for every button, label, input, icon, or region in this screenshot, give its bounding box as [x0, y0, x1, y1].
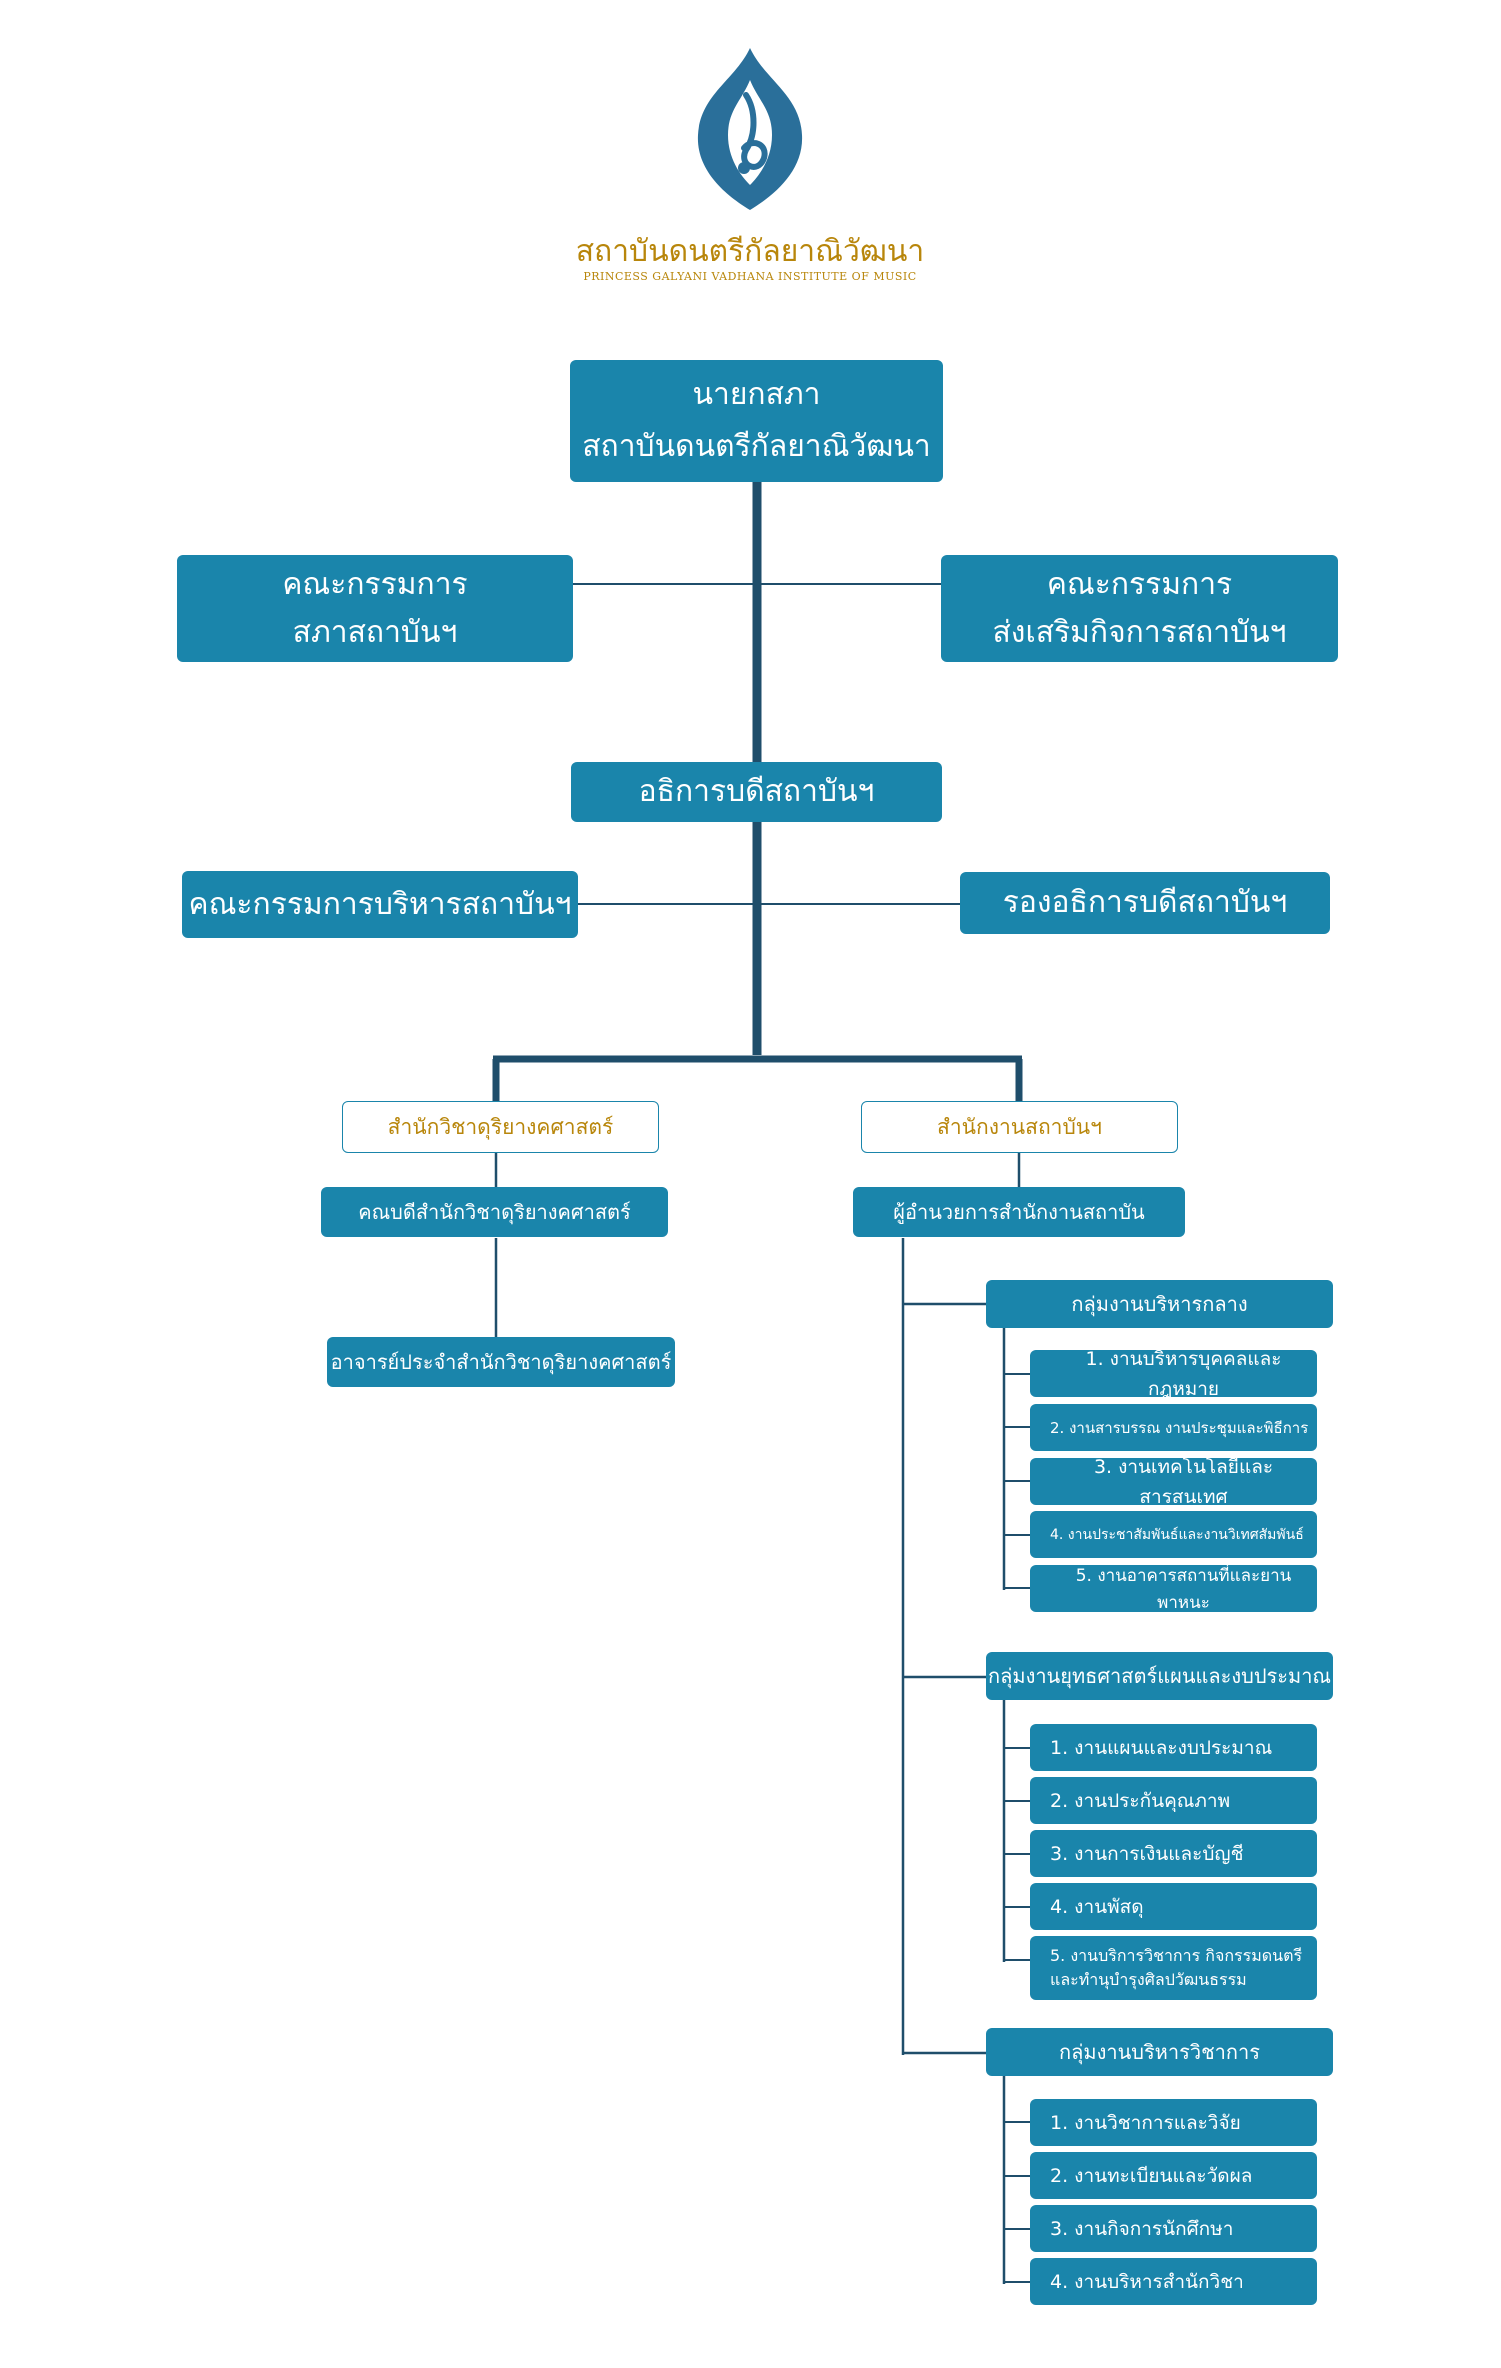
group-admin-item-4: 4. งานประชาสัมพันธ์และงานวิเทศสัมพันธ์: [1030, 1511, 1317, 1558]
office-title-box: สำนักงานสถาบันฯ: [861, 1101, 1178, 1153]
group-admin-item-1: 1. งานบริหารบุคคลและกฎหมาย: [1030, 1348, 1317, 1400]
group-strategy-item-3: 3. งานการเงินและบัญชี: [1030, 1830, 1317, 1877]
council-committee-line2: สภาสถาบันฯ: [292, 614, 458, 650]
logo-name-en: PRINCESS GALYANI VADHANA INSTITUTE OF MU…: [583, 270, 917, 283]
group-strategy-box: กลุ่มงานยุทธศาสตร์แผนและงบประมาณ: [986, 1652, 1333, 1700]
logo-name-thai: สถาบันดนตรีกัลยาณิวัฒนา: [575, 234, 925, 269]
council-president-title: นายกสภา: [692, 377, 821, 412]
group-admin-item-5: 5. งานอาคารสถานที่และยานพาหนะ: [1030, 1565, 1317, 1613]
group-strategy-item-2: 2. งานประกันคุณภาพ: [1030, 1777, 1317, 1824]
council-president-org: สถาบันดนตรีกัลยาณิวัฒนา: [582, 429, 931, 464]
group-strategy-item-4: 4. งานพัสดุ: [1030, 1883, 1317, 1930]
dean-box: คณบดีสำนักวิชาดุริยางคศาสตร์: [321, 1187, 668, 1237]
office-director-box: ผู้อำนวยการสำนักงานสถาบัน: [853, 1187, 1185, 1237]
group-academic-item-4: 4. งานบริหารสำนักวิชา: [1030, 2258, 1317, 2305]
promotion-committee-line1: คณะกรรมการ: [1046, 566, 1233, 602]
group-strategy-item-5: 5. งานบริการวิชาการ กิจกรรมดนตรี และทำนุ…: [1030, 1936, 1317, 2000]
school-title-box: สำนักวิชาดุริยางคศาสตร์: [342, 1101, 659, 1153]
logo: สถาบันดนตรีกัลยาณิวัฒนา PRINCESS GALYANI…: [560, 40, 940, 290]
group-strategy-item-1: 1. งานแผนและงบประมาณ: [1030, 1724, 1317, 1771]
council-committee-line1: คณะกรรมการ: [282, 566, 468, 602]
council-president-box: นายกสภา สถาบันดนตรีกัลยาณิวัฒนา: [570, 360, 943, 482]
group-admin-item-2: 2. งานสารบรรณ งานประชุมและพิธีการ: [1030, 1404, 1317, 1451]
group-academic-item-3: 3. งานกิจการนักศึกษา: [1030, 2205, 1317, 2252]
group-academic-box: กลุ่มงานบริหารวิชาการ: [986, 2028, 1333, 2076]
president-box: อธิการบดีสถาบันฯ: [571, 762, 942, 822]
vice-president-box: รองอธิการบดีสถาบันฯ: [960, 872, 1330, 934]
group-strategy-item-5-line1: 5. งานบริการวิชาการ กิจกรรมดนตรี: [1050, 1946, 1303, 1965]
faculty-box: อาจารย์ประจำสำนักวิชาดุริยางคศาสตร์: [327, 1337, 675, 1387]
promotion-committee-box: คณะกรรมการ ส่งเสริมกิจการสถาบันฯ: [941, 555, 1338, 662]
group-academic-item-1: 1. งานวิชาการและวิจัย: [1030, 2099, 1317, 2146]
treble-clef-lotus-icon: [697, 48, 803, 210]
group-academic-item-2: 2. งานทะเบียนและวัดผล: [1030, 2152, 1317, 2199]
promotion-committee-line2: ส่งเสริมกิจการสถาบันฯ: [992, 614, 1287, 650]
group-strategy-item-5-line2: และทำนุบำรุงศิลปวัฒนธรรม: [1050, 1970, 1247, 1989]
group-admin-box: กลุ่มงานบริหารกลาง: [986, 1280, 1333, 1328]
group-admin-item-3: 3. งานเทคโนโลยีและสารสนเทศ: [1030, 1456, 1317, 1508]
council-committee-box: คณะกรรมการ สภาสถาบันฯ: [177, 555, 573, 662]
exec-committee-box: คณะกรรมการบริหารสถาบันฯ: [182, 871, 578, 938]
